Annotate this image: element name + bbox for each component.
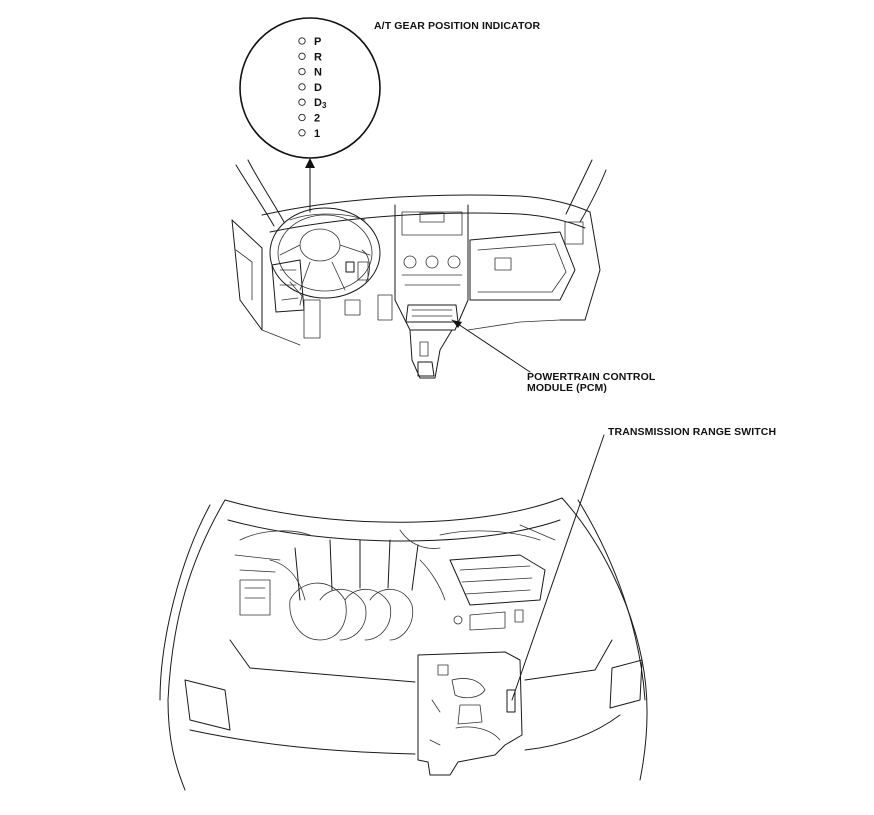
- gear-label-2: 2: [314, 113, 320, 125]
- indicator-arrow-head: [305, 158, 315, 168]
- gear-lamp-d3: [298, 98, 306, 106]
- gear-label-n: N: [314, 67, 322, 79]
- pcm-label: POWERTRAIN CONTROL MODULE (PCM): [527, 372, 655, 394]
- gear-lamp-p: [298, 37, 306, 45]
- pcm-label-line1: POWERTRAIN CONTROL: [527, 371, 656, 383]
- gear-lamp-r: [298, 52, 306, 60]
- range-switch-part: [506, 689, 516, 713]
- pcm-unit: [405, 304, 459, 323]
- pcm-leader-line: [451, 319, 531, 373]
- dashboard-illustration: [231, 159, 607, 379]
- gear-label-1: 1: [314, 128, 320, 140]
- transmission-case: [417, 651, 523, 776]
- gear-label-d3: D3: [314, 97, 327, 110]
- gear-label-r: R: [314, 51, 322, 63]
- gear-lamp-d: [298, 83, 306, 91]
- gear-lamp-1: [298, 129, 306, 137]
- trs-label: TRANSMISSION RANGE SWITCH: [608, 426, 777, 438]
- pcm-label-line2: MODULE (PCM): [527, 382, 607, 394]
- magnifier-circle: [239, 17, 381, 159]
- gear-label-d: D: [314, 82, 322, 94]
- indicator-label: A/T GEAR POSITION INDICATOR: [374, 20, 541, 32]
- gear-lamp-2: [298, 113, 306, 122]
- steering-wheel: [269, 207, 381, 299]
- trs-leader-line: [511, 434, 605, 701]
- gear-lamp-n: [298, 67, 306, 76]
- engine-bay-illustration: [159, 497, 648, 791]
- pcm-leader-arrow: [452, 320, 462, 328]
- gear-label-p: P: [314, 36, 321, 48]
